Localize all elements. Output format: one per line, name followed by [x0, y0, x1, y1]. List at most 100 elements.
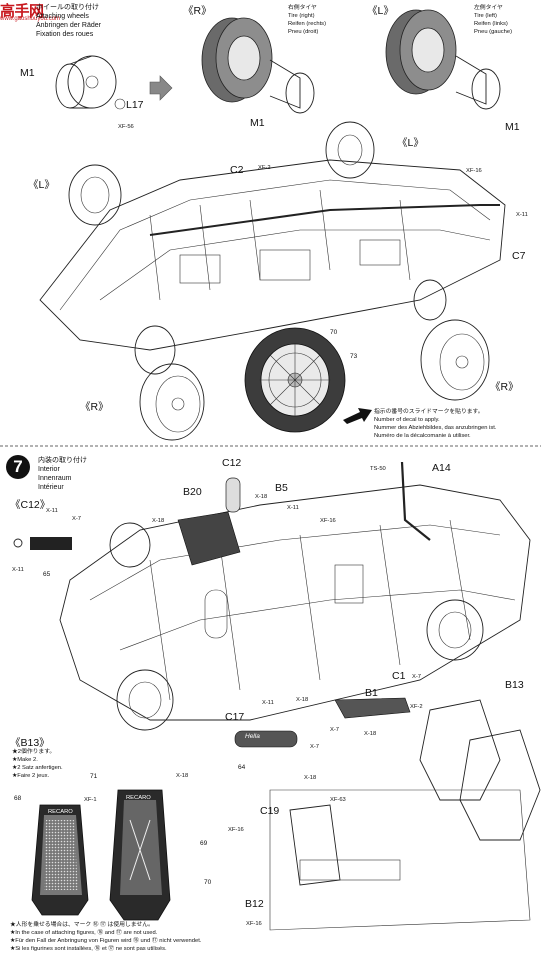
decal-73-label: 73 — [350, 353, 358, 360]
right-side-label: 《R》 — [183, 5, 212, 17]
part-c12-bracket-label: 《C12》 — [10, 499, 51, 511]
part-b13-bracket-label: 《B13》 — [10, 737, 50, 749]
decal-note-en: Number of decal to apply. — [374, 417, 440, 423]
seat-logo-back: RECARO — [126, 795, 151, 801]
paint-ts50-label: TS-50 — [370, 466, 386, 472]
decal-71-label: 71 — [90, 773, 98, 780]
part-b1-label: B1 — [365, 687, 378, 699]
decal-68-label: 68 — [14, 795, 22, 802]
paint-xf16-label-c: XF-16 — [228, 827, 244, 833]
chassis-step6 — [39, 121, 506, 375]
decal-arrow — [343, 408, 372, 424]
part-c12-shape — [225, 477, 241, 513]
figures-note-de: ★Für den Fall der Anbringung von Figuren… — [10, 938, 202, 944]
part-m1-label-2: M1 — [250, 117, 265, 129]
left-side-label-2: 《L》 — [397, 137, 424, 149]
part-a14-shape — [400, 461, 431, 541]
tire-lower-right — [420, 319, 490, 401]
part-c7-label: C7 — [512, 250, 526, 262]
tire-right-en: Tire (right) — [288, 13, 315, 19]
step6-title-en: Attaching wheels — [36, 13, 89, 20]
part-b20-shape — [177, 511, 241, 566]
part-c12-small — [13, 537, 72, 550]
tire-left — [385, 9, 501, 110]
left-side-label-3: 《L》 — [28, 179, 55, 191]
paint-x7-label-a: X-7 — [72, 516, 82, 522]
paint-x18-label-e: X-18 — [304, 775, 317, 781]
paint-xf2-label: XF-2 — [258, 165, 271, 171]
part-c2-label: C2 — [230, 164, 244, 176]
paint-x11-label-c: X-11 — [287, 505, 299, 511]
tire-left-fr: Pneu (gauche) — [474, 29, 513, 35]
step7-title-de: Innenraum — [38, 475, 72, 482]
paint-x18-label-f: X-18 — [176, 773, 189, 779]
step7-title-fr: Intérieur — [38, 484, 64, 491]
paint-xf16-label: XF-16 — [466, 168, 482, 174]
tire-lower-left — [139, 363, 205, 441]
part-c1-label: C1 — [392, 670, 406, 682]
right-side-label-2: 《R》 — [80, 401, 109, 413]
paint-x7-label-b: X-7 — [412, 674, 422, 680]
paint-xf16-label-b: XF-16 — [320, 518, 336, 524]
step7-number: 7 — [6, 455, 30, 479]
tire-left-jp: 左側タイヤ — [474, 5, 503, 11]
decal-70-label: 70 — [330, 329, 338, 336]
left-side-label: 《L》 — [367, 5, 394, 17]
decal-65-label: 65 — [43, 571, 51, 578]
tire-right-jp: 右側タイヤ — [288, 5, 317, 11]
chassis-step7 — [59, 484, 531, 731]
part-m1-label: M1 — [20, 67, 35, 79]
paint-xf1-label: XF-1 — [84, 797, 97, 803]
paint-xf2-label-b: XF-2 — [410, 704, 423, 710]
decal-70-label-b: 70 — [204, 879, 212, 886]
paint-x7-label-d: X-7 — [330, 727, 340, 733]
step6-title-de: Anbringen der Räder — [36, 22, 101, 29]
paint-x11-label-d: X-11 — [262, 700, 274, 706]
paint-x11-label: X-11 — [516, 212, 528, 218]
paint-x18-label-a: X-18 — [255, 494, 268, 500]
watermark-logo: 高手网 — [0, 2, 44, 20]
tire-right-fr: Pneu (droit) — [288, 29, 319, 35]
step7-title-en: Interior — [38, 466, 60, 473]
tire-right — [201, 17, 315, 114]
seat-back — [109, 789, 171, 921]
part-c12-label-top: C12 — [222, 457, 242, 469]
paint-xf63-label: XF-63 — [330, 797, 346, 803]
paint-x18-label-c: X-18 — [296, 697, 309, 703]
c17-logo-text: Hella — [245, 733, 260, 740]
paint-x7-label-c: X-7 — [310, 744, 320, 750]
decal-note-fr: Numéro de la décalcomanie à utiliser. — [374, 433, 471, 439]
decal-tire — [244, 327, 346, 433]
part-a14-label: A14 — [432, 462, 451, 474]
tire-left-en: Tire (left) — [474, 13, 497, 19]
part-c17-shape — [234, 730, 298, 748]
part-l17-label: L17 — [126, 99, 144, 111]
decal-64-label: 64 — [238, 764, 246, 771]
seat-logo-front: RECARO — [48, 809, 73, 815]
step7-title-jp: 内装の取り付け — [38, 457, 87, 464]
decal-69-label: 69 — [200, 840, 208, 847]
paint-x18-label-d: X-18 — [364, 731, 377, 737]
decal-note-de: Nummer des Abziehbildes, das anzubringen… — [374, 425, 497, 431]
make2-jp: ★2個作ります。 — [12, 749, 56, 755]
part-b12-label: B12 — [245, 898, 264, 910]
decal-note-jp: 指示の番号のスライドマークを貼ります。 — [374, 409, 484, 415]
wheel-rim-m1 — [55, 55, 126, 110]
make2-en: ★Make 2. — [12, 757, 38, 763]
paint-x11-label-a: X-11 — [46, 508, 58, 514]
figures-note-fr: ★Si les figurines sont installées, ⑯ et … — [10, 946, 167, 952]
part-b1-shape — [334, 697, 411, 719]
step6-title-fr: Fixation des roues — [36, 31, 94, 38]
part-m1-label-3: M1 — [505, 121, 520, 133]
right-side-label-3: 《R》 — [490, 381, 519, 393]
direction-arrow — [149, 75, 173, 101]
tire-left-de: Reifen (links) — [474, 21, 508, 27]
paint-xf56-label: XF-56 — [118, 124, 134, 130]
part-b5-label: B5 — [275, 482, 288, 494]
part-c19-label: C19 — [260, 805, 280, 817]
watermark-url: www.gaoshouyou.com — [0, 16, 61, 22]
make2-de: ★2 Satz anfertigen. — [12, 765, 63, 771]
tire-right-de: Reifen (rechts) — [288, 21, 327, 27]
